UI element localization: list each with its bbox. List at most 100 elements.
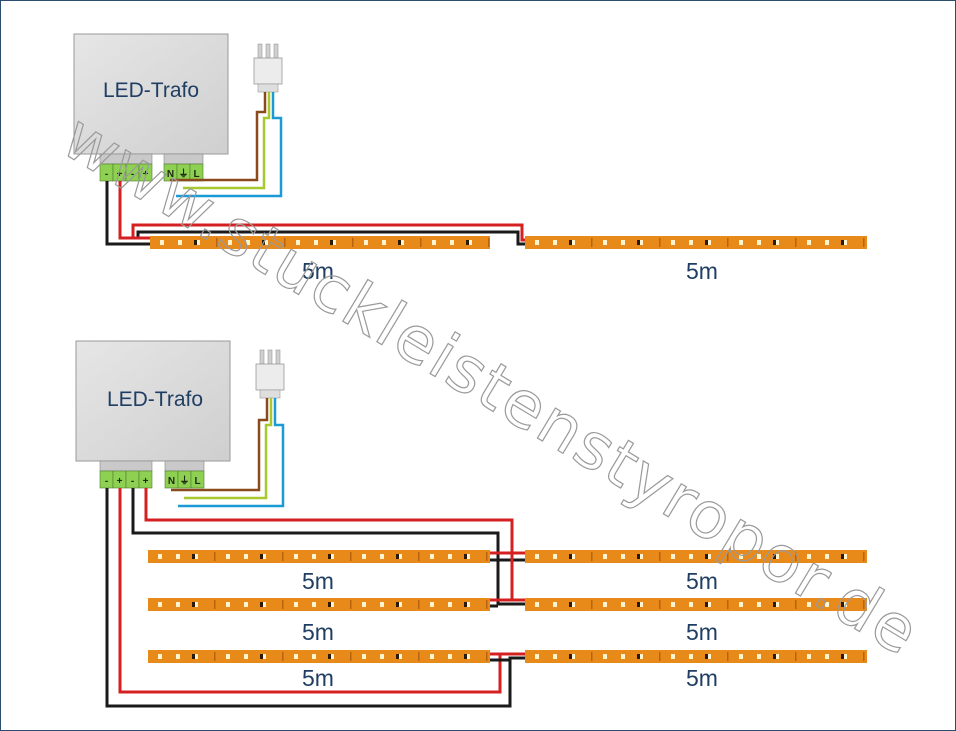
resistor-mark — [637, 240, 640, 245]
resistor-mark — [328, 554, 331, 559]
resistor-mark — [192, 554, 195, 559]
mains-plug — [255, 349, 285, 399]
resistor-mark — [328, 654, 331, 659]
strip-cut-mark — [863, 552, 865, 561]
led-chip — [825, 240, 829, 245]
led-chip — [362, 602, 366, 607]
led-chip — [314, 240, 318, 245]
strip-cut-mark — [659, 652, 661, 661]
resistor-mark — [464, 654, 467, 659]
led-chip — [244, 602, 248, 607]
led-chip — [176, 602, 180, 607]
terminal-label: L — [194, 476, 200, 487]
mains-plug — [253, 43, 283, 93]
terminal-label: - — [105, 476, 108, 487]
strip-cut-mark — [863, 600, 865, 609]
led-chip — [639, 554, 643, 559]
strip-cut-mark — [486, 652, 488, 661]
strip-cut-mark — [659, 552, 661, 561]
led-strip-body — [525, 598, 867, 611]
led-chip — [825, 554, 829, 559]
resistor-mark — [773, 602, 776, 607]
led-chip — [689, 554, 693, 559]
resistor-mark — [637, 554, 640, 559]
strip-cut-mark — [863, 238, 865, 247]
terminal-label: + — [117, 169, 123, 180]
strip-cut-mark — [591, 652, 593, 661]
strip-cut-mark — [214, 652, 216, 661]
led-chip — [466, 554, 470, 559]
input-terminals: N ⏚ L — [163, 153, 204, 182]
led-trafo-box — [75, 340, 231, 462]
led-chip — [362, 554, 366, 559]
led-chip — [671, 554, 675, 559]
led-chip — [535, 554, 539, 559]
led-chip — [707, 602, 711, 607]
strip-cut-mark — [214, 552, 216, 561]
diagram-three-strips: LED-Trafo - + - + N ⏚ L — [75, 340, 867, 708]
led-strip — [148, 650, 490, 663]
resistor-mark — [330, 240, 333, 245]
resistor-mark — [705, 240, 708, 245]
led-chip — [430, 602, 434, 607]
strip-cut-mark — [216, 238, 218, 247]
led-chip — [330, 654, 334, 659]
led-chip — [571, 654, 575, 659]
terminal-label: N — [167, 169, 174, 180]
led-chip — [843, 554, 847, 559]
diagram-single-strip: LED-Trafo - + - + N ⏚ L — [73, 33, 867, 284]
resistor-mark — [841, 654, 844, 659]
led-chip — [639, 240, 643, 245]
led-chip — [603, 240, 607, 245]
led-chip — [843, 602, 847, 607]
led-strip — [525, 598, 867, 611]
led-chip — [178, 240, 182, 245]
strip-cut-mark — [591, 238, 593, 247]
led-strip — [525, 550, 867, 563]
led-chip — [380, 554, 384, 559]
led-chip — [362, 654, 366, 659]
led-chip — [775, 654, 779, 659]
led-strip — [525, 650, 867, 663]
led-chip — [671, 602, 675, 607]
led-chip — [226, 654, 230, 659]
led-strip — [148, 598, 490, 611]
led-chip — [807, 240, 811, 245]
strip-cut-mark — [486, 552, 488, 561]
led-chip — [707, 240, 711, 245]
led-chip — [158, 554, 162, 559]
led-chip — [380, 602, 384, 607]
led-chip — [194, 602, 198, 607]
strip-cut-mark — [863, 652, 865, 661]
strip-cut-mark — [214, 600, 216, 609]
strip-cut-mark — [659, 238, 661, 247]
led-chip — [775, 554, 779, 559]
led-chip — [707, 654, 711, 659]
led-chip — [843, 240, 847, 245]
resistor-mark — [260, 654, 263, 659]
led-chip — [262, 554, 266, 559]
strip-length-label: 5m — [302, 568, 334, 594]
led-chip — [535, 654, 539, 659]
terminal-label: + — [143, 169, 149, 180]
led-chip — [603, 554, 607, 559]
resistor-mark — [260, 602, 263, 607]
resistor-mark — [396, 654, 399, 659]
led-chip — [330, 602, 334, 607]
strip-length-label: 5m — [686, 568, 718, 594]
strip-length-label: 5m — [302, 619, 334, 645]
led-chip — [294, 654, 298, 659]
strip-cut-mark — [727, 238, 729, 247]
led-chip — [466, 654, 470, 659]
led-chip — [621, 240, 625, 245]
strip-cut-mark — [795, 600, 797, 609]
terminal-label: ⏚ — [179, 168, 189, 180]
led-chip — [312, 654, 316, 659]
led-chip — [430, 554, 434, 559]
led-chip — [807, 602, 811, 607]
terminal-label: - — [131, 476, 134, 487]
resistor-mark — [328, 602, 331, 607]
terminal-label: - — [105, 169, 108, 180]
strip-length-label: 5m — [302, 258, 334, 284]
resistor-mark — [773, 240, 776, 245]
